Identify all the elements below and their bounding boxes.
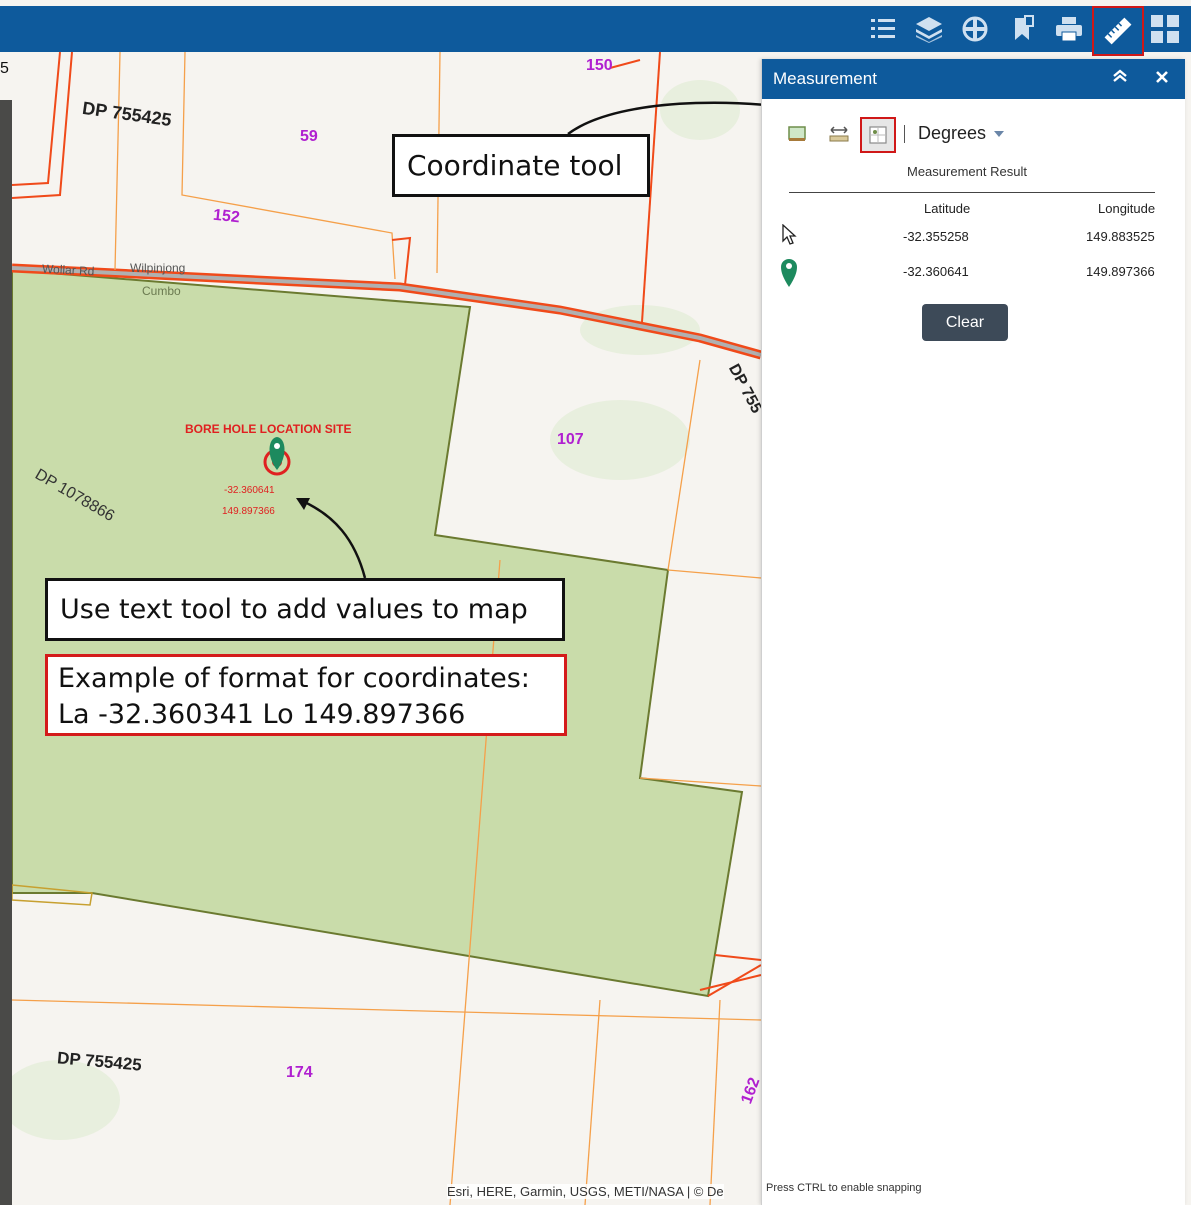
cursor-longitude: 149.883525	[1086, 229, 1155, 244]
site-lat-label: -32.360641	[224, 485, 275, 496]
bookmark-icon[interactable]	[1006, 12, 1040, 46]
coordinate-format-callout: Example of format for coordinates: La -3…	[45, 654, 567, 736]
unit-dropdown[interactable]: Degrees	[918, 123, 1005, 144]
cursor-latitude: -32.355258	[903, 229, 969, 244]
lot-label-150: 150	[586, 57, 613, 74]
coordinate-tool-icon[interactable]	[860, 117, 896, 153]
locality-label-cumbo: Cumbo	[142, 284, 181, 298]
lot-label-174: 174	[286, 1064, 313, 1081]
road-label-wollar: Wollar Rd	[41, 261, 95, 279]
measurement-panel: Measurement Degrees Measurement Result L…	[761, 59, 1185, 1205]
close-icon[interactable]	[1155, 68, 1169, 89]
map-pin-icon	[780, 258, 798, 293]
layers-icon[interactable]	[912, 12, 946, 46]
text-tool-callout: Use text tool to add values to map	[45, 578, 565, 641]
list-icon[interactable]	[866, 12, 900, 46]
distance-tool-icon[interactable]	[828, 122, 850, 144]
road-label-wilpinjong: Wilpinjong	[130, 261, 186, 275]
left-edge-label: 5	[0, 60, 9, 77]
app-grid-icon[interactable]	[1148, 12, 1182, 46]
map-attribution[interactable]: Esri, HERE, Garmin, USGS, METI/NASA | © …	[447, 1184, 724, 1199]
pin-longitude: 149.897366	[1086, 264, 1155, 279]
unit-dropdown-value: Degrees	[918, 123, 987, 143]
bore-hole-marker	[263, 437, 291, 476]
coordinate-tool-callout: Coordinate tool	[392, 134, 650, 197]
area-tool-icon[interactable]	[786, 122, 808, 144]
lot-label-59: 59	[300, 128, 318, 145]
text-tool-callout-text: Use text tool to add values to map	[60, 594, 528, 625]
arrow-text-tool	[299, 498, 367, 579]
double-chevron-up-icon[interactable]	[1112, 68, 1128, 89]
result-divider	[789, 192, 1155, 193]
side-panel-edge	[0, 100, 12, 1205]
site-lon-label: 149.897366	[222, 506, 275, 517]
basemap-icon[interactable]	[958, 12, 992, 46]
tool-separator	[904, 125, 905, 143]
app-toolbar	[0, 6, 1191, 56]
site-title-label: BORE HOLE LOCATION SITE	[185, 422, 352, 436]
col-header-latitude: Latitude	[924, 201, 971, 216]
coordinate-format-line1: Example of format for coordinates:	[58, 663, 530, 694]
measurement-panel-title: Measurement	[773, 69, 877, 88]
pin-latitude: -32.360641	[903, 264, 969, 279]
lot-label-152: 152	[212, 206, 241, 227]
measurement-result-label: Measurement Result	[907, 164, 1027, 179]
ruler-icon[interactable]	[1092, 6, 1144, 56]
lot-label-107: 107	[557, 431, 584, 448]
measurement-panel-header: Measurement	[762, 59, 1185, 99]
print-icon[interactable]	[1052, 12, 1086, 46]
coordinate-tool-callout-text: Coordinate tool	[407, 149, 623, 182]
clear-button[interactable]: Clear	[922, 304, 1008, 341]
coordinate-format-line2: La -32.360341 Lo 149.897366	[58, 699, 466, 730]
cursor-icon	[781, 223, 797, 251]
caret-down-icon	[994, 130, 1005, 137]
col-header-longitude: Longitude	[1098, 201, 1156, 216]
snapping-hint: Press CTRL to enable snapping	[766, 1182, 922, 1194]
